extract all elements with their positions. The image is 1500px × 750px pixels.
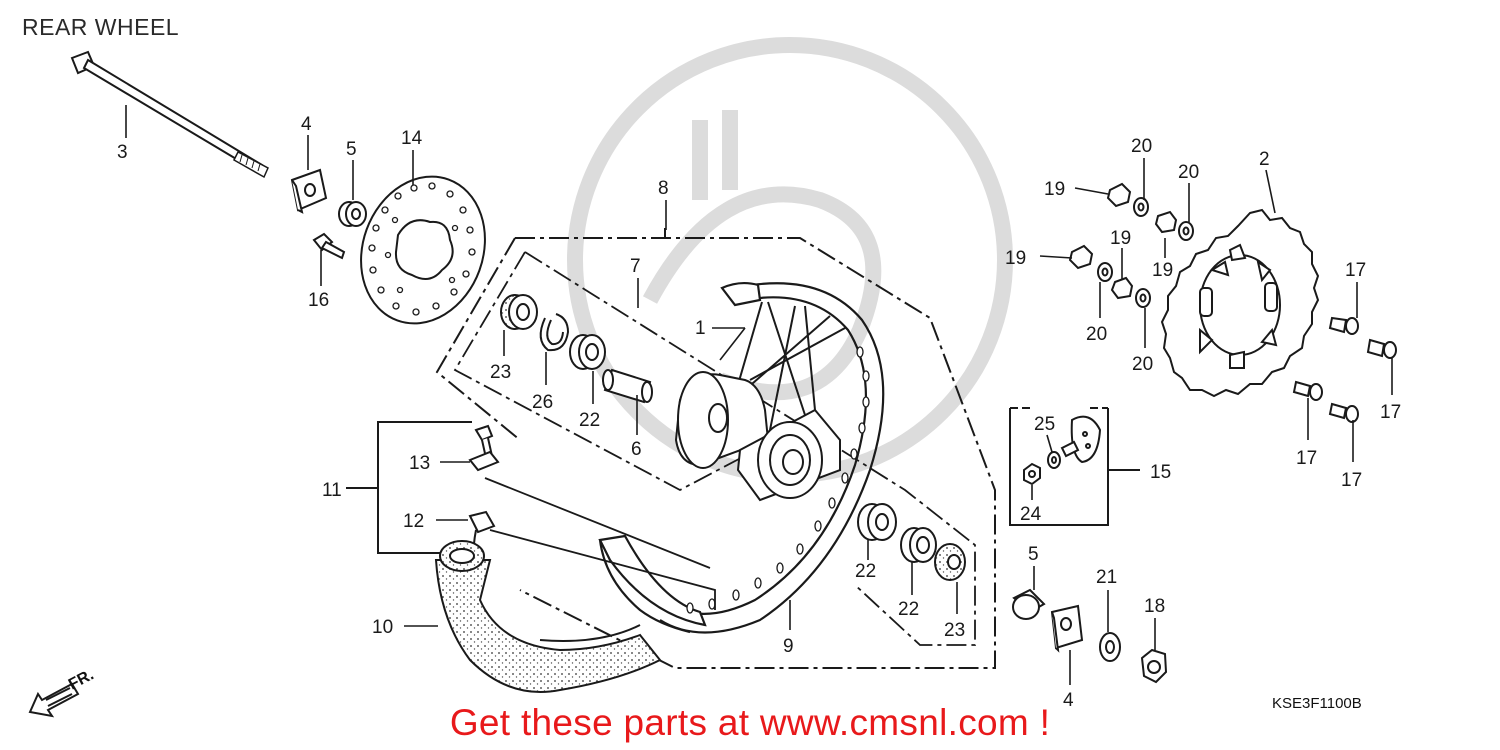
axle-nut-18 xyxy=(1140,648,1168,684)
callout-17-a: 17 xyxy=(1345,260,1366,281)
callout-4-top: 4 xyxy=(301,114,312,135)
callout-22-right-b: 22 xyxy=(898,599,919,620)
leader-lines xyxy=(125,105,1393,685)
hub-bearing-22-right-a xyxy=(857,503,897,541)
diagram-code: KSE3F1100B xyxy=(1272,695,1362,712)
tube-bracket xyxy=(346,421,472,554)
sprocket-nuts xyxy=(1068,182,1178,300)
hub-group-bracket xyxy=(435,228,996,669)
spokes xyxy=(734,301,846,431)
collar-bottom xyxy=(1012,588,1046,620)
callout-4-bottom: 4 xyxy=(1063,690,1074,711)
washer-25 xyxy=(1047,451,1061,469)
callout-20-a: 20 xyxy=(1131,136,1152,157)
callout-3: 3 xyxy=(117,142,128,163)
callout-20-c: 20 xyxy=(1086,324,1107,345)
rear-sprocket xyxy=(1160,208,1320,398)
callout-9: 9 xyxy=(783,636,794,657)
chain-guide-box xyxy=(1009,407,1140,526)
rim-spoke-holes xyxy=(686,346,870,614)
wheel-hub xyxy=(674,371,841,502)
callout-14: 14 xyxy=(401,128,423,149)
hub-bearing-left xyxy=(500,294,538,330)
callout-11: 11 xyxy=(322,480,342,501)
callout-23-left: 23 xyxy=(490,362,511,383)
tube-connector-lines xyxy=(484,477,716,610)
callout-22-left: 22 xyxy=(579,410,600,431)
collar-top xyxy=(338,201,367,227)
chain-guide-plate xyxy=(1060,415,1102,464)
callout-5-top: 5 xyxy=(346,139,357,160)
callout-25: 25 xyxy=(1034,414,1055,435)
washer-21 xyxy=(1099,632,1121,662)
callout-numbers: 3 4 5 14 16 8 7 1 23 26 22 6 13 11 12 10… xyxy=(117,114,1401,711)
callout-19-a: 19 xyxy=(1044,179,1065,200)
promo-link-text[interactable]: Get these parts at www.cmsnl.com ! xyxy=(449,702,1051,743)
callout-18: 18 xyxy=(1144,596,1165,617)
brake-disc xyxy=(360,175,486,325)
valve-stem xyxy=(468,424,500,472)
callout-10: 10 xyxy=(372,617,393,638)
callout-5-bottom: 5 xyxy=(1028,544,1039,565)
callout-21: 21 xyxy=(1096,567,1117,588)
callout-19-d: 19 xyxy=(1152,260,1173,281)
callout-7: 7 xyxy=(630,256,641,277)
callout-17-b: 17 xyxy=(1380,402,1401,423)
hub-inner-bracket xyxy=(453,251,976,646)
callout-13: 13 xyxy=(409,453,430,474)
callout-16: 16 xyxy=(308,290,329,311)
adjuster-plate-bottom xyxy=(1050,604,1084,653)
hub-bearing-22-right-b xyxy=(900,527,937,563)
sprocket-bolts xyxy=(1292,316,1397,423)
callout-17-c: 17 xyxy=(1296,448,1317,469)
callout-23-right: 23 xyxy=(944,620,965,641)
hub-bearing-22-left xyxy=(569,334,606,370)
callout-20-b: 20 xyxy=(1178,162,1199,183)
callout-2: 2 xyxy=(1259,149,1270,170)
circlip xyxy=(539,313,570,352)
hub-bearing-23-right xyxy=(934,543,966,581)
front-direction-arrow-icon xyxy=(28,682,80,718)
callout-20-d: 20 xyxy=(1132,354,1153,375)
callout-19-b: 19 xyxy=(1005,248,1026,269)
sprocket-washers xyxy=(1097,197,1194,308)
callout-24: 24 xyxy=(1020,504,1042,525)
adjuster-plate-top xyxy=(290,168,328,214)
callout-17-d: 17 xyxy=(1341,470,1362,491)
callout-8: 8 xyxy=(658,178,669,199)
knobby-tire xyxy=(434,540,662,693)
axle xyxy=(70,50,269,179)
callout-19-c: 19 xyxy=(1110,228,1131,249)
callout-15: 15 xyxy=(1150,462,1171,483)
nut-24 xyxy=(1023,462,1041,486)
callout-1: 1 xyxy=(695,318,706,339)
callout-22-right-a: 22 xyxy=(855,561,876,582)
callout-12: 12 xyxy=(403,511,424,532)
callout-6: 6 xyxy=(631,439,642,460)
disc-bolt xyxy=(312,232,346,260)
diagram-title: REAR WHEEL xyxy=(22,14,180,40)
distance-collar xyxy=(602,368,653,404)
callout-26: 26 xyxy=(532,392,553,413)
wheel-rim xyxy=(598,281,885,634)
